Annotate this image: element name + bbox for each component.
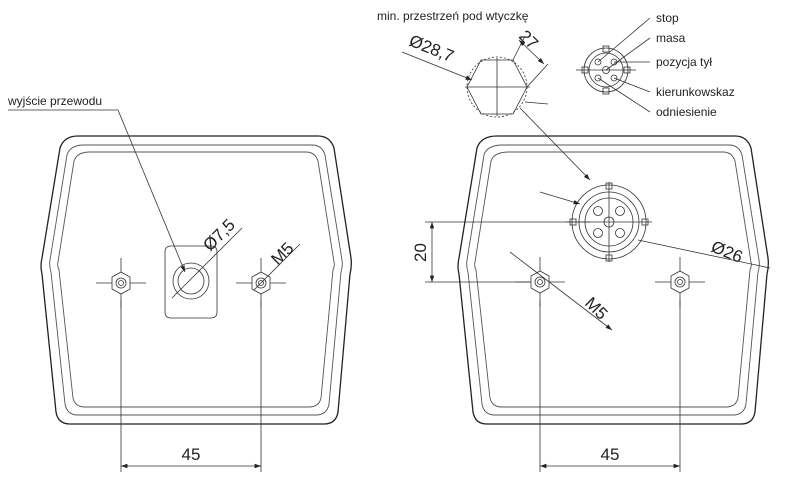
- plug-space-label: min. przestrzeń pod wtyczkę: [377, 9, 529, 23]
- pin-stop-label: stop: [656, 11, 679, 25]
- right-lamp-outline: [457, 135, 769, 425]
- left-lamp-view: wyjście przewodu Ø7,5 M5 45: [7, 94, 352, 472]
- pin-ground-label: masa: [656, 31, 686, 45]
- pin-indicator-label: kierunkowskaz: [656, 85, 735, 99]
- right-stud-2: [655, 257, 705, 307]
- cable-outlet-label: wyjście przewodu: [7, 94, 102, 108]
- right-lamp-inner-edge: [466, 144, 760, 416]
- left-lamp-outline: [40, 135, 352, 425]
- plug-hex-size-label: 27: [515, 26, 542, 53]
- left-hole-spacing-label: 45: [182, 445, 201, 464]
- socket: [566, 182, 652, 262]
- right-hole-spacing-label: 45: [601, 445, 620, 464]
- pin-reference-label: odniesienie: [656, 105, 717, 119]
- left-lamp-inner-edge: [49, 144, 343, 416]
- plug-clearance-label: Ø28,7: [407, 31, 457, 66]
- cable-outlet-hole-inner: [177, 267, 205, 295]
- left-stud-1: [96, 258, 146, 308]
- cable-outlet-plate: [164, 245, 218, 319]
- pin-rear-position-label: pozycja tył: [656, 55, 712, 69]
- cable-outlet-hole: [172, 262, 210, 300]
- left-lamp-inner-edge-2: [57, 151, 335, 408]
- right-lamp-view: 20 M5 Ø26 45: [411, 135, 771, 472]
- pin-layout-detail: stop masa pozycja tył kierunkowskaz odni…: [576, 11, 735, 119]
- socket-offset-label: 20: [411, 243, 430, 262]
- right-lamp-inner-edge-2: [474, 151, 752, 408]
